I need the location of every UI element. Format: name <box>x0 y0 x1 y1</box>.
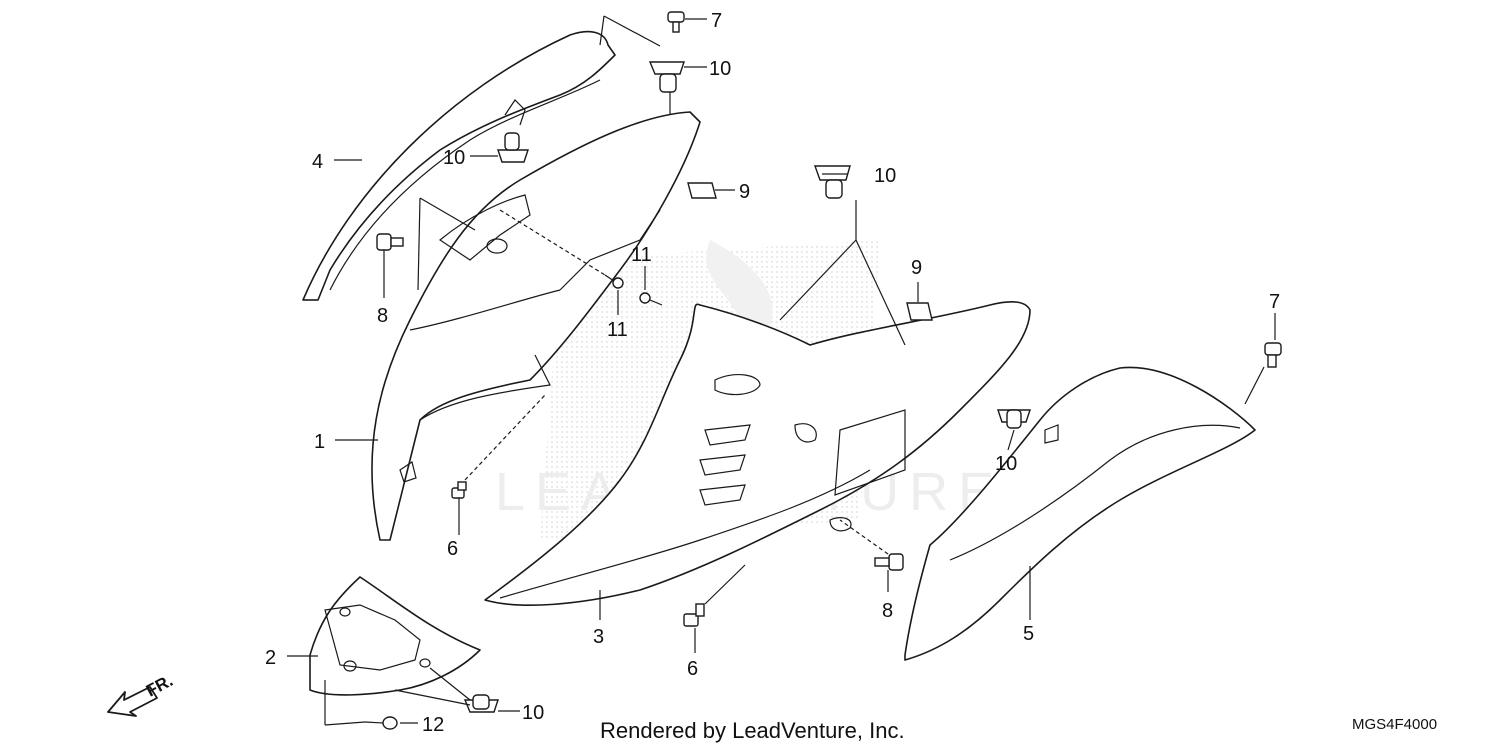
front-direction-arrow-icon: FR. <box>107 671 176 717</box>
bolt-7-right[interactable] <box>1264 342 1282 368</box>
callout-10-top: 10 <box>709 58 731 80</box>
render-credit: Rendered by LeadVenture, Inc. <box>600 718 905 743</box>
part-4-upper-cover[interactable] <box>302 30 616 301</box>
callout-6-left: 6 <box>447 538 458 560</box>
callout-11-lower: 11 <box>607 319 628 341</box>
callout-8-right: 8 <box>882 600 893 622</box>
callout-8-left: 8 <box>377 305 388 327</box>
callout-10-bottom: 10 <box>522 702 544 724</box>
screw-11-right[interactable] <box>639 292 663 306</box>
callout-11-upper: 11 <box>631 244 652 266</box>
leader-lines <box>287 15 1276 726</box>
callout-9-upper: 9 <box>739 181 750 203</box>
bolt-8-left[interactable] <box>376 233 404 251</box>
callout-7-right: 7 <box>1269 291 1280 313</box>
callout-10-right: 10 <box>995 453 1017 475</box>
callout-1: 1 <box>314 431 325 453</box>
bolt-8-right[interactable] <box>874 553 904 571</box>
screw-6-bottom[interactable] <box>683 603 705 627</box>
clip-10-right[interactable] <box>997 409 1031 429</box>
clip-10-top[interactable] <box>648 61 685 93</box>
part-5-side-cover[interactable] <box>904 366 1256 661</box>
screw-6-left[interactable] <box>451 481 467 499</box>
part-1-inner-shroud[interactable] <box>371 111 701 541</box>
callout-7-top: 7 <box>711 10 722 32</box>
diagram-code: MGS4F4000 <box>1352 716 1438 733</box>
bolt-7-top[interactable] <box>667 11 685 33</box>
callout-3: 3 <box>593 626 604 648</box>
part-3-center-cowl[interactable] <box>484 300 1031 606</box>
nut-9-upper[interactable] <box>687 182 717 199</box>
clip-10-center[interactable] <box>814 165 851 199</box>
clip-10-left[interactable] <box>497 132 529 163</box>
callout-4: 4 <box>312 151 323 173</box>
callout-12: 12 <box>422 714 444 736</box>
callout-5: 5 <box>1023 623 1034 645</box>
screw-12[interactable] <box>364 716 398 730</box>
clip-10-bottom[interactable] <box>463 694 499 713</box>
screw-11-left[interactable] <box>604 274 624 289</box>
nut-9-lower[interactable] <box>906 302 933 321</box>
callout-numbers: 1 2 3 4 5 6 6 7 7 8 8 9 9 10 10 10 10 10… <box>265 10 1280 736</box>
callout-10-left: 10 <box>443 147 465 169</box>
callout-2: 2 <box>265 647 276 669</box>
callout-6-bottom: 6 <box>687 658 698 680</box>
part-2-lower-cover[interactable] <box>309 576 481 696</box>
callout-9-lower: 9 <box>911 257 922 279</box>
callout-10-center: 10 <box>874 165 896 187</box>
